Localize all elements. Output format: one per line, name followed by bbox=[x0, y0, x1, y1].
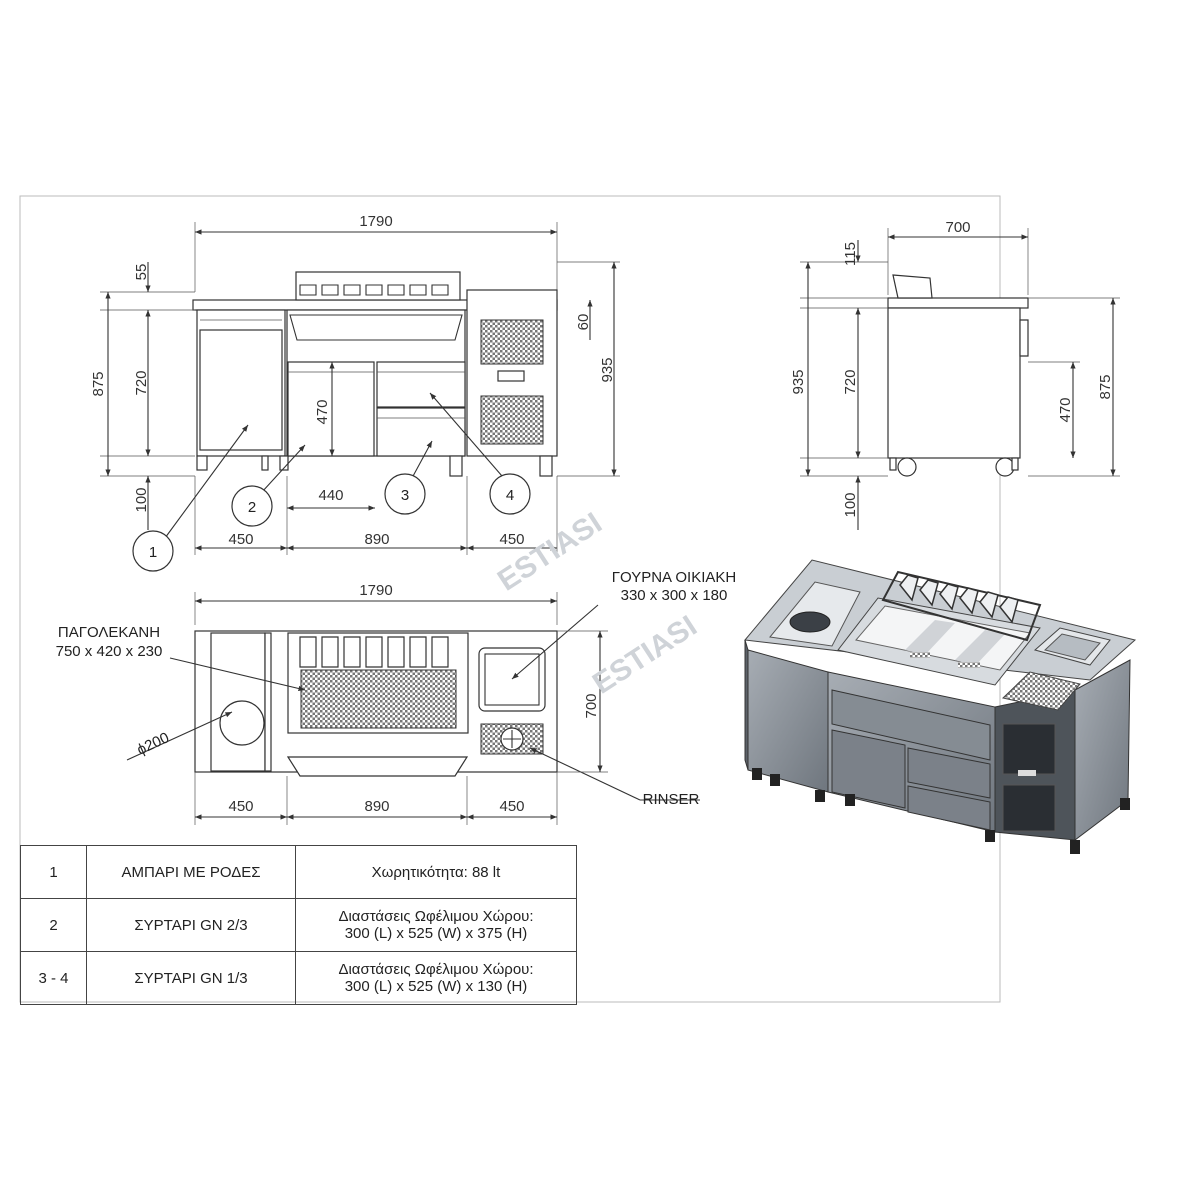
callout-1: 1 bbox=[149, 544, 157, 561]
row-number: 2 bbox=[20, 898, 87, 952]
side-top bbox=[887, 297, 1029, 309]
dim-front-top: 55 bbox=[133, 264, 150, 281]
table-row: 3 - 4 ΣΥΡΤΑΡΙ GN 1/3 Διαστάσεις Ωφέλιμου… bbox=[20, 951, 577, 1005]
gn-pans-top bbox=[299, 636, 449, 668]
sink bbox=[478, 647, 546, 712]
drawer-2 bbox=[287, 361, 375, 457]
table-row: 1 ΑΜΠΑΡΙ ΜΕ ΡΟΔΕΣ Χωρητικότητα: 88 lt bbox=[20, 845, 577, 899]
row-number: 3 - 4 bbox=[20, 951, 87, 1005]
dim-top-depth: 700 bbox=[583, 693, 600, 718]
ice-bin-label: ΠΑΓΟΛΕΚΑΝΗ bbox=[58, 624, 160, 641]
row-description: Διαστάσεις Ωφέλιμου Χώρου:300 (L) x 525 … bbox=[295, 898, 577, 952]
gn-pans-front bbox=[299, 284, 449, 296]
dim-top-sec2: 890 bbox=[364, 798, 389, 815]
callout-4: 4 bbox=[506, 487, 514, 504]
dim-top-sec1: 450 bbox=[228, 798, 253, 815]
callout-2: 2 bbox=[248, 499, 256, 516]
drawer-4 bbox=[376, 407, 466, 457]
spec-table: 1 ΑΜΠΑΡΙ ΜΕ ΡΟΔΕΣ Χωρητικότητα: 88 lt 2 … bbox=[20, 845, 577, 1005]
dim-front-width: 1790 bbox=[359, 213, 392, 230]
gn-pan-rail bbox=[295, 271, 461, 301]
row-number: 1 bbox=[20, 845, 87, 899]
dim-front-sec2: 890 bbox=[364, 531, 389, 548]
row-item: ΑΜΠΑΡΙ ΜΕ ΡΟΔΕΣ bbox=[86, 845, 296, 899]
vent-grille-top bbox=[480, 319, 544, 365]
dim-top-sec3: 450 bbox=[499, 798, 524, 815]
table-row: 2 ΣΥΡΤΑΡΙ GN 2/3 Διαστάσεις Ωφέλιμου Χώρ… bbox=[20, 898, 577, 952]
vent-grille-bottom bbox=[480, 395, 544, 445]
dim-front-body: 720 bbox=[133, 370, 150, 395]
ice-bin-mesh bbox=[300, 669, 457, 729]
row-item: ΣΥΡΤΑΡΙ GN 1/3 bbox=[86, 951, 296, 1005]
row-description: Χωρητικότητα: 88 lt bbox=[295, 845, 577, 899]
sink-dims: 330 x 300 x 180 bbox=[621, 587, 728, 604]
bin-door bbox=[199, 329, 283, 451]
dim-front-drawer-width: 440 bbox=[318, 487, 343, 504]
front-view: 1790 55 bbox=[90, 213, 620, 572]
side-pan-holder bbox=[892, 274, 933, 299]
dim-front-overall: 935 bbox=[599, 357, 616, 382]
dim-side-overall: 935 bbox=[790, 369, 807, 394]
dim-side-body: 720 bbox=[842, 369, 859, 394]
row-item: ΣΥΡΤΑΡΙ GN 2/3 bbox=[86, 898, 296, 952]
dim-side-total: 875 bbox=[1097, 374, 1114, 399]
drawer-3 bbox=[376, 361, 466, 408]
top-view: 1790 ΠΑΓΟΛΕΚΑΝΗ 750 x 420 x 230 ϕ200 ΓΟΥ… bbox=[56, 569, 736, 825]
hole-diameter: ϕ200 bbox=[134, 729, 171, 759]
dim-side-drawer: 470 bbox=[1057, 397, 1074, 422]
dim-front-gap: 60 bbox=[575, 314, 592, 331]
equipment-3d-render bbox=[744, 559, 1137, 854]
dim-side-depth: 700 bbox=[945, 219, 970, 236]
control-panel bbox=[497, 370, 525, 382]
watermark-1: ESTIASI bbox=[492, 506, 608, 597]
rinser-label: RINSER bbox=[643, 791, 700, 808]
dim-front-drawer: 470 bbox=[314, 399, 331, 424]
side-body bbox=[887, 307, 1021, 459]
row-description: Διαστάσεις Ωφέλιμου Χώρου:300 (L) x 525 … bbox=[295, 951, 577, 1005]
ice-bin-dims: 750 x 420 x 230 bbox=[56, 643, 163, 660]
dim-front-legs: 100 bbox=[133, 487, 150, 512]
bin-hole bbox=[219, 700, 265, 746]
dim-side-top: 115 bbox=[842, 242, 859, 266]
dim-top-width: 1790 bbox=[359, 582, 392, 599]
side-view: 700 115 720 935 100 875 470 bbox=[790, 219, 1120, 530]
dim-front-sec3: 450 bbox=[499, 531, 524, 548]
dim-front-sec1: 450 bbox=[228, 531, 253, 548]
dim-front-total: 875 bbox=[90, 371, 107, 396]
sink-label: ΓΟΥΡΝΑ ΟΙΚΙΑΚΗ bbox=[612, 569, 736, 586]
dim-side-legs: 100 bbox=[842, 492, 859, 517]
watermark-2: ESTIASI bbox=[587, 609, 703, 700]
callout-3: 3 bbox=[401, 487, 409, 504]
